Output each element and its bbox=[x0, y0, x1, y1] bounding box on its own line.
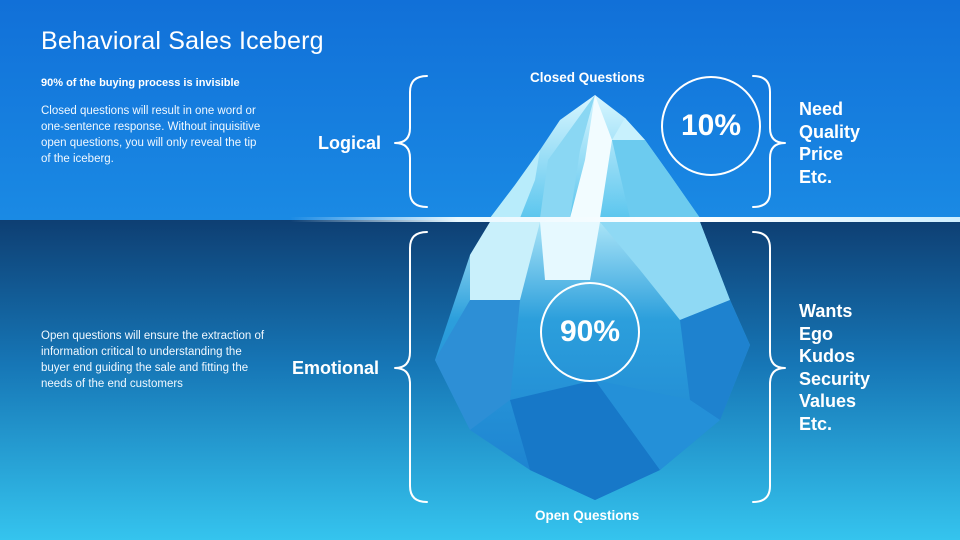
list-item: Security bbox=[799, 368, 871, 389]
percent-circle-bottom: 90% bbox=[540, 282, 640, 382]
left-bottom-bracket bbox=[394, 231, 428, 503]
closed-questions-description: Closed questions will result in one word… bbox=[41, 105, 261, 165]
open-questions-description: Open questions will ensure the extractio… bbox=[41, 330, 265, 390]
list-item: Need bbox=[799, 99, 844, 119]
logical-label: Logical bbox=[318, 133, 382, 153]
list-item: Price bbox=[799, 144, 844, 164]
sky-background bbox=[0, 0, 960, 220]
closed-questions-label: Closed Questions bbox=[530, 70, 645, 85]
right-bottom-bracket bbox=[752, 231, 786, 503]
sub-heading: 90% of the buying process is invisible bbox=[41, 77, 240, 89]
left-top-bracket bbox=[394, 75, 428, 208]
list-item: Etc. bbox=[799, 166, 833, 187]
percent-circle-top: 10% bbox=[661, 76, 761, 176]
list-item: Kudos bbox=[799, 346, 855, 366]
open-questions-label: Open Questions bbox=[535, 508, 640, 523]
list-item: Wants bbox=[799, 301, 853, 321]
list-item: Quality bbox=[799, 121, 861, 142]
list-item: Etc. bbox=[799, 413, 833, 434]
iceberg-tip bbox=[490, 95, 700, 218]
right-top-bracket bbox=[752, 75, 786, 208]
slide-title: Behavioral Sales Iceberg bbox=[41, 27, 324, 55]
list-item: Ego bbox=[799, 323, 833, 344]
water-line bbox=[290, 217, 960, 222]
logical-items-list: Need Quality Price Etc. bbox=[799, 98, 860, 188]
emotional-label: Emotional bbox=[292, 358, 380, 378]
emotional-items-list: Wants Ego Kudos Security Values Etc. bbox=[799, 300, 870, 435]
list-item: Values bbox=[799, 391, 857, 411]
